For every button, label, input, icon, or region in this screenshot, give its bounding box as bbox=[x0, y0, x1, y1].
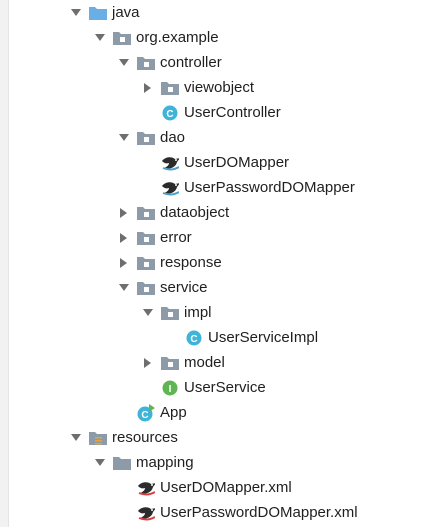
tree-node-label: App bbox=[160, 404, 187, 421]
tree-node-label: response bbox=[160, 254, 222, 271]
tree-node-impl[interactable]: impl bbox=[0, 300, 422, 325]
chevron-down-icon[interactable] bbox=[93, 25, 107, 50]
tree-node-userpassworddomapper-xml[interactable]: UserPasswordDOMapper.xml bbox=[0, 500, 422, 525]
plain-folder-icon bbox=[113, 454, 131, 472]
tree-node-userdomapper[interactable]: UserDOMapper bbox=[0, 150, 422, 175]
tree-node-model[interactable]: model bbox=[0, 350, 422, 375]
tree-node-userdomapper-xml[interactable]: UserDOMapper.xml bbox=[0, 475, 422, 500]
tree-node-controller[interactable]: controller bbox=[0, 50, 422, 75]
tree-node-label: UserDOMapper bbox=[184, 154, 290, 171]
package-folder-icon bbox=[161, 79, 179, 97]
tree-node-java[interactable]: java bbox=[0, 0, 422, 25]
tree-node-label: UserPasswordDOMapper.xml bbox=[160, 504, 358, 521]
tree-node-label: dao bbox=[160, 129, 186, 146]
package-folder-icon bbox=[137, 254, 155, 272]
chevron-down-icon[interactable] bbox=[141, 300, 155, 325]
tree-node-dao[interactable]: dao bbox=[0, 125, 422, 150]
class-icon: C bbox=[161, 104, 179, 122]
package-folder-icon bbox=[161, 304, 179, 322]
mybatis-mapper-icon bbox=[161, 179, 179, 197]
chevron-down-icon[interactable] bbox=[117, 125, 131, 150]
tree-node-error[interactable]: error bbox=[0, 225, 422, 250]
tree-node-label: UserPasswordDOMapper bbox=[184, 179, 355, 196]
chevron-right-icon[interactable] bbox=[141, 350, 155, 375]
svg-text:C: C bbox=[190, 334, 197, 345]
tree-node-label: impl bbox=[184, 304, 212, 321]
tree-node-mapping[interactable]: mapping bbox=[0, 450, 422, 475]
mybatis-xml-icon bbox=[137, 504, 155, 522]
tree-node-response[interactable]: response bbox=[0, 250, 422, 275]
tree-node-label: UserService bbox=[184, 379, 266, 396]
left-gutter bbox=[0, 0, 9, 527]
chevron-right-icon[interactable] bbox=[117, 250, 131, 275]
resources-folder-icon bbox=[89, 429, 107, 447]
package-folder-icon bbox=[113, 29, 131, 47]
tree-node-label: dataobject bbox=[160, 204, 230, 221]
tree-node-label: viewobject bbox=[184, 79, 255, 96]
tree-node-label: service bbox=[160, 279, 208, 296]
tree-node-usercontroller[interactable]: C UserController bbox=[0, 100, 422, 125]
svg-text:C: C bbox=[166, 109, 173, 120]
chevron-right-icon[interactable] bbox=[141, 75, 155, 100]
tree-node-label: model bbox=[184, 354, 225, 371]
main-class-icon: C bbox=[137, 403, 155, 422]
tree-node-resources[interactable]: resources bbox=[0, 425, 422, 450]
tree-node-label: UserController bbox=[184, 104, 281, 121]
tree-node-label: org.example bbox=[136, 29, 219, 46]
chevron-right-icon[interactable] bbox=[117, 200, 131, 225]
package-folder-icon bbox=[137, 129, 155, 147]
mybatis-xml-icon bbox=[137, 479, 155, 497]
tree-node-userserviceimpl[interactable]: C UserServiceImpl bbox=[0, 325, 422, 350]
chevron-down-icon[interactable] bbox=[69, 425, 83, 450]
chevron-down-icon[interactable] bbox=[117, 50, 131, 75]
tree-node-label: controller bbox=[160, 54, 222, 71]
tree-node-viewobject[interactable]: viewobject bbox=[0, 75, 422, 100]
tree-node-label: UserDOMapper.xml bbox=[160, 479, 292, 496]
package-folder-icon bbox=[137, 279, 155, 297]
tree-node-userpassworddomapper[interactable]: UserPasswordDOMapper bbox=[0, 175, 422, 200]
tree-node-label: java bbox=[112, 4, 140, 21]
tree-node-org-example[interactable]: org.example bbox=[0, 25, 422, 50]
tree-node-label: UserServiceImpl bbox=[208, 329, 319, 346]
interface-icon: I bbox=[161, 379, 179, 397]
tree-node-dataobject[interactable]: dataobject bbox=[0, 200, 422, 225]
tree-node-service[interactable]: service bbox=[0, 275, 422, 300]
tree-node-label: resources bbox=[112, 429, 178, 446]
chevron-down-icon[interactable] bbox=[69, 0, 83, 25]
tree-node-label: mapping bbox=[136, 454, 194, 471]
folder-blue-icon bbox=[89, 4, 107, 22]
chevron-down-icon[interactable] bbox=[93, 450, 107, 475]
chevron-down-icon[interactable] bbox=[117, 275, 131, 300]
svg-text:C: C bbox=[141, 410, 148, 421]
package-folder-icon bbox=[137, 54, 155, 72]
package-folder-icon bbox=[161, 354, 179, 372]
tree-node-label: error bbox=[160, 229, 192, 246]
tree-node-userservice[interactable]: I UserService bbox=[0, 375, 422, 400]
package-folder-icon bbox=[137, 229, 155, 247]
mybatis-mapper-icon bbox=[161, 154, 179, 172]
chevron-right-icon[interactable] bbox=[117, 225, 131, 250]
svg-text:I: I bbox=[169, 384, 172, 395]
class-icon: C bbox=[185, 329, 203, 347]
tree-node-app[interactable]: C App bbox=[0, 400, 422, 425]
package-folder-icon bbox=[137, 204, 155, 222]
